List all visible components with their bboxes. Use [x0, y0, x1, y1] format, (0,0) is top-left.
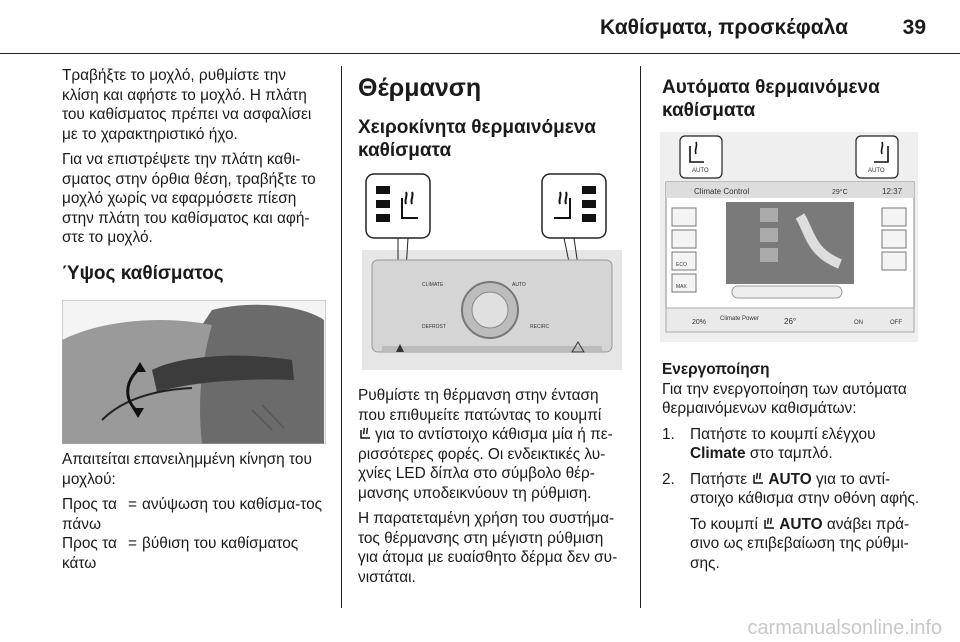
- page-title: Καθίσματα, προσκέφαλα: [600, 16, 848, 39]
- step-bold: Climate: [690, 445, 746, 462]
- console-label-recirc: RECIRC: [530, 324, 550, 330]
- middle-column-lower: Ρυθμίστε τη θέρμανση στην ένταση που επι…: [358, 386, 626, 593]
- header-rule: [0, 53, 960, 54]
- climate-console-figure: CLIMATE AUTO DEFROST RECIRC: [362, 170, 622, 370]
- step-post: για το αντί-στοιχο κάθισμα στην οθόνη αφ…: [690, 470, 920, 508]
- screen-percent: 20%: [692, 319, 706, 326]
- heated-seat-icon: [360, 427, 370, 439]
- adjustment-table: Προς τα πάνω = ανύψωση του καθίσμα-τος Π…: [62, 495, 328, 573]
- steps-list: 1. Πατήστε το κουμπί ελέγχου Climate στο…: [662, 425, 928, 574]
- paragraph-heat-setting: Ρυθμίστε τη θέρμανση στην ένταση που επι…: [358, 386, 626, 503]
- watermark: carmanualsonline.info: [747, 617, 942, 639]
- step-post: στο ταμπλό.: [749, 445, 833, 462]
- page-number: 39: [902, 16, 926, 39]
- list-item: 2. Πατήστε AUTO για το αντί-στοιχο κάθισ…: [662, 470, 928, 509]
- button-eco: ECO: [676, 262, 687, 268]
- step-pre: Πατήστε: [690, 470, 748, 488]
- table-cell-direction: Προς τα πάνω: [62, 496, 117, 533]
- screen-temp: 29°C: [832, 188, 848, 196]
- callout-auto-left: AUTO: [692, 168, 709, 174]
- step-pre: Πατήστε το κουμπί ελέγχου: [690, 425, 876, 443]
- paragraph-lead: Ρυθμίστε τη θέρμανση στην ένταση που επι…: [358, 387, 602, 424]
- section-subtitle: Αυτόματα θερμαινόμενα καθίσματα: [662, 77, 880, 121]
- table-cell-equals: =: [128, 535, 137, 552]
- console-label-defrost: DEFROST: [422, 324, 446, 330]
- step-text: Πατήστε το κουμπί ελέγχου Climate στο τα…: [690, 425, 928, 464]
- paragraph: Για την ενεργοποίηση των αυτόματα θερμαι…: [662, 380, 907, 418]
- left-column-lower: Απαιτείται επανειλημμένη κίνηση του μοχλ…: [62, 450, 328, 573]
- right-column-lower: Ενεργοποίηση Για την ενεργοποίηση των αυ…: [662, 360, 928, 579]
- list-item-note: Το κουμπί AUTO ανάβει πρά-σινο ως επιβεβ…: [662, 515, 928, 574]
- console-label-auto: AUTO: [512, 282, 526, 288]
- page-header: Καθίσματα, προσκέφαλα 39: [0, 0, 960, 54]
- section-title: Θέρμανση: [358, 74, 482, 102]
- button-max: MAX: [676, 284, 688, 290]
- paragraph: Η παρατεταμένη χρήση του συστήμα-τος θέρ…: [358, 510, 618, 586]
- middle-column: Θέρμανση Χειροκίνητα θερμαινόμενα καθίσμ…: [358, 66, 626, 168]
- note-bold: AUTO: [779, 515, 823, 533]
- table-cell-description: ανύψωση του καθίσμα-τος: [142, 496, 323, 513]
- screen-title: Climate Control: [694, 187, 749, 196]
- column-divider: [640, 66, 641, 608]
- heated-seat-icon: [753, 472, 764, 484]
- console-label-climate: CLIMATE: [422, 282, 444, 288]
- step-number: 2.: [662, 470, 675, 488]
- section-subtitle: Χειροκίνητα θερμαινόμενα καθίσματα: [358, 117, 596, 161]
- heated-seat-icon: [764, 517, 775, 529]
- screen-power-label: Climate Power: [720, 316, 759, 322]
- column-divider: [341, 66, 342, 608]
- screen-time: 12:37: [882, 187, 903, 196]
- step-text: Πατήστε AUTO για το αντί-στοιχο κάθισμα …: [690, 470, 928, 509]
- activation-heading: Ενεργοποίηση: [662, 361, 770, 378]
- step-number: 1.: [662, 425, 675, 443]
- right-column: Αυτόματα θερμαινόμενα καθίσματα: [662, 76, 932, 128]
- paragraph: Απαιτείται επανειλημμένη κίνηση του μοχλ…: [62, 451, 312, 488]
- table-cell-equals: =: [128, 496, 137, 513]
- climate-screen-figure: Climate Control 29°C 12:37 AUTO AUTO ECO…: [660, 132, 918, 342]
- screen-off: OFF: [890, 320, 902, 326]
- paragraph-tail: για το αντίστοιχο κάθισμα μία ή πε-ρισσό…: [358, 426, 613, 502]
- step-bold: AUTO: [768, 470, 812, 488]
- paragraph: Τραβήξτε το μοχλό, ρυθμίστε την κλίση κα…: [62, 67, 312, 143]
- left-column: Τραβήξτε το μοχλό, ρυθμίστε την κλίση κα…: [62, 66, 326, 291]
- list-item: 1. Πατήστε το κουμπί ελέγχου Climate στο…: [662, 425, 928, 464]
- note-pre: Το κουμπί: [690, 515, 758, 533]
- paragraph: Για να επιστρέψετε την πλάτη καθι-σματος…: [62, 151, 316, 246]
- table-cell-direction: Προς τα κάτω: [62, 535, 117, 572]
- screen-on: ON: [854, 320, 863, 326]
- note-text: Το κουμπί AUTO ανάβει πρά-σινο ως επιβεβ…: [690, 515, 928, 574]
- note-post: ανάβει πρά-σινο ως επιβεβαίωση της ρύθμι…: [690, 515, 910, 572]
- section-heading: Ύψος καθίσματος: [62, 262, 224, 284]
- callout-auto-right: AUTO: [868, 168, 885, 174]
- screen-set-temp: 26°: [784, 317, 796, 326]
- table-cell-description: βύθιση του καθίσματος: [142, 535, 299, 552]
- seat-height-lever-figure: [61, 299, 327, 445]
